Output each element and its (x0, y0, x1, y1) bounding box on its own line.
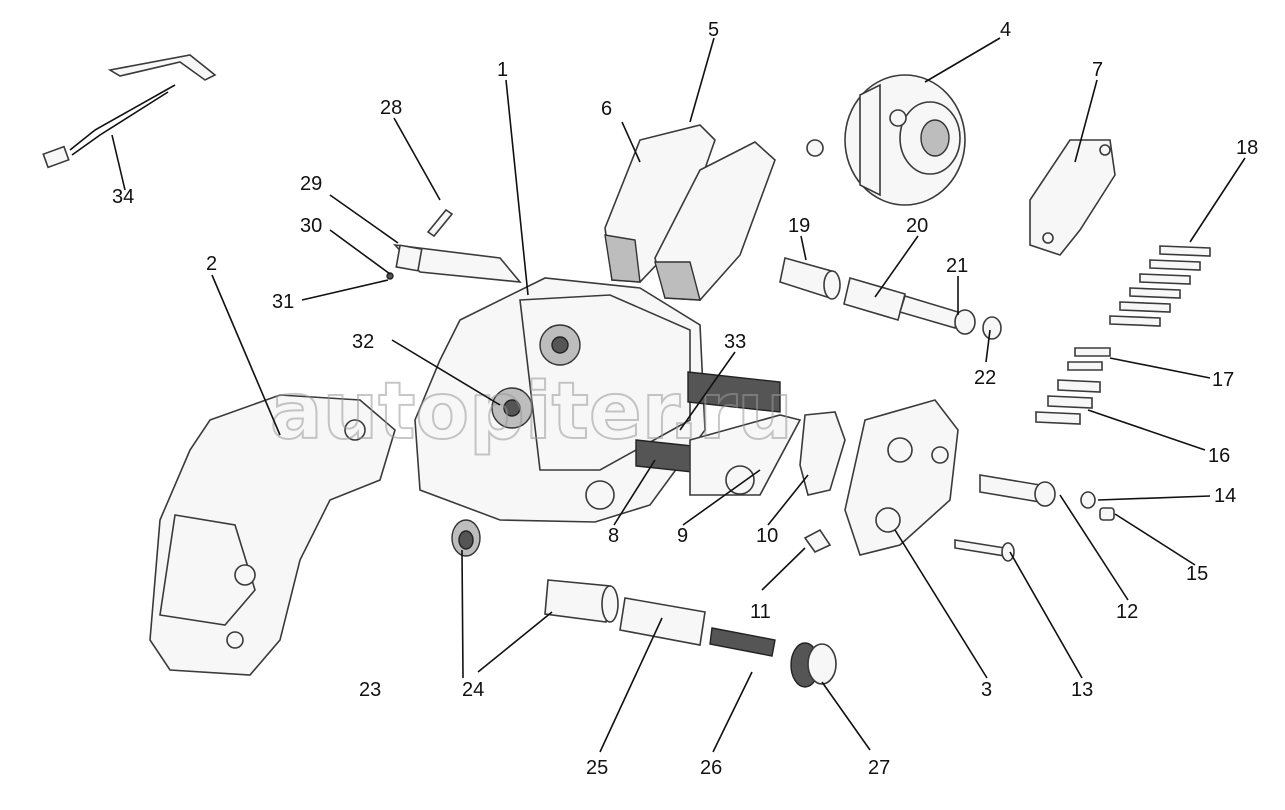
callout-22: 22 (974, 367, 996, 389)
callout-8: 8 (608, 525, 619, 547)
part-25-guide-pin (619, 597, 706, 646)
part-18-bolts (1109, 245, 1211, 327)
part-19-bushing (779, 256, 841, 300)
callout-1: 1 (497, 59, 508, 81)
callout-9: 9 (677, 525, 688, 547)
callout-28: 28 (380, 97, 402, 119)
callout-20: 20 (906, 215, 928, 237)
callout-25: 25 (586, 757, 608, 779)
callout-5: 5 (708, 19, 719, 41)
part-2-caliper-carrier (149, 394, 396, 676)
part-4-brake-chamber (806, 74, 966, 206)
part-26-bolt (709, 627, 776, 657)
callout-31: 31 (272, 291, 294, 313)
callout-32: 32 (352, 331, 374, 353)
callout-21: 21 (946, 255, 968, 277)
part-11-clip (803, 528, 832, 554)
part-16-bolts (1035, 379, 1101, 425)
callout-15: 15 (1186, 563, 1208, 585)
leader-lines (111, 37, 1246, 753)
part-7-bracket (1029, 139, 1116, 256)
part-1-caliper-housing (414, 277, 706, 523)
callout-33: 33 (724, 331, 746, 353)
part-9-bridge (689, 414, 802, 496)
callout-34: 34 (112, 186, 134, 208)
part-29-pad-retainer (386, 243, 522, 283)
part-3-cover (844, 399, 959, 556)
callout-16: 16 (1208, 445, 1230, 467)
callout-29: 29 (300, 173, 322, 195)
callout-6: 6 (601, 98, 612, 120)
callout-2: 2 (206, 253, 217, 275)
callout-27: 27 (868, 757, 890, 779)
callout-17: 17 (1212, 369, 1234, 391)
part-17-bolts (1067, 347, 1111, 371)
part-22-cap (982, 316, 1002, 340)
part-20-guide-pin (843, 276, 959, 330)
callout-3: 3 (981, 679, 992, 701)
callout-14: 14 (1214, 485, 1236, 507)
callout-7: 7 (1092, 59, 1103, 81)
callout-11: 11 (750, 601, 771, 623)
callout-19: 19 (788, 215, 810, 237)
callout-4: 4 (1000, 19, 1011, 41)
part-13-shaft (954, 539, 1015, 562)
callout-13: 13 (1071, 679, 1093, 701)
callout-10: 10 (756, 525, 778, 547)
part-5-brake-pad (654, 141, 776, 301)
part-12-adjuster (979, 474, 1056, 507)
part-34-sensor-harness (42, 54, 217, 169)
callout-23: 23 (359, 679, 381, 701)
part-14-washer (1080, 491, 1096, 509)
callout-labels: 1 2 3 4 5 6 7 8 9 10 11 12 13 14 15 16 1… (112, 19, 1258, 779)
part-21-nut (954, 309, 976, 335)
callout-26: 26 (700, 757, 722, 779)
callout-12: 12 (1116, 601, 1138, 623)
part-23-seal (451, 519, 481, 557)
watermark: autopiter.ru (270, 367, 793, 457)
callout-24: 24 (462, 679, 484, 701)
callout-18: 18 (1236, 137, 1258, 159)
callout-30: 30 (300, 215, 322, 237)
part-10-lever (799, 411, 846, 496)
part-27-bushing (790, 642, 837, 688)
part-15-plug (1099, 507, 1115, 521)
part-28-pin (426, 208, 454, 238)
part-24-sleeve (544, 579, 619, 623)
